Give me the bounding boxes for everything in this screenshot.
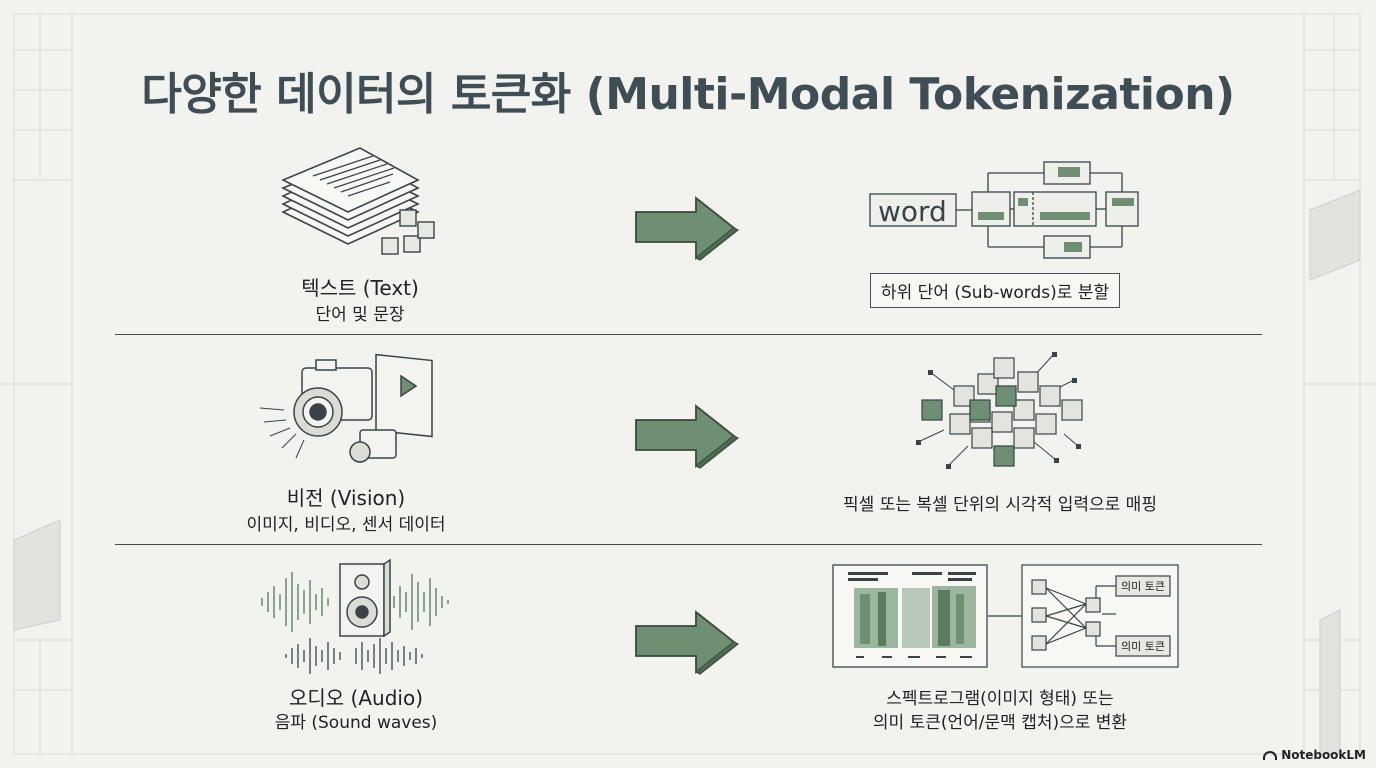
row-text-result: 하위 단어 (Sub-words)로 분할 xyxy=(870,273,1121,308)
divider-2 xyxy=(115,544,1262,545)
row-audio-name: 오디오 (Audio) xyxy=(288,686,423,710)
arrow-right-icon xyxy=(635,404,740,469)
notebooklm-icon xyxy=(1263,750,1278,760)
row-audio-sub: 음파 (Sound waves) xyxy=(274,713,438,733)
speaker-soundwave-icon xyxy=(261,558,449,674)
spectrogram-icon xyxy=(832,564,988,668)
voxel-grid-icon xyxy=(916,352,1083,469)
token-mapping-icon xyxy=(988,564,1179,668)
row-vision-name: 비전 (Vision) xyxy=(286,486,406,510)
subword-network-icon xyxy=(869,161,1139,259)
row-audio-result-line1: 스펙트로그램(이미지 형태) 또는 xyxy=(886,689,1114,709)
row-vision-sub: 이미지, 비디오, 센서 데이터 xyxy=(246,515,446,535)
row-audio-result-line2: 의미 토큰(언어/문맥 캡처)으로 변환 xyxy=(872,713,1128,733)
token-label-2: 의미 토큰 xyxy=(1121,640,1165,653)
arrow-right-icon xyxy=(635,196,740,261)
brand-logo: NotebookLM xyxy=(1263,748,1366,762)
brand-name: NotebookLM xyxy=(1281,748,1366,762)
camera-video-icon xyxy=(259,353,433,463)
row-text-sub: 단어 및 문장 xyxy=(315,305,405,325)
token-label-1: 의미 토큰 xyxy=(1121,580,1165,593)
arrow-right-icon xyxy=(635,610,740,675)
page-title: 다양한 데이터의 토큰화 (Multi-Modal Tokenization) xyxy=(141,69,1235,120)
row-text-name: 텍스트 (Text) xyxy=(301,276,419,300)
document-stack-icon xyxy=(281,147,435,255)
divider-1 xyxy=(115,334,1262,335)
row-vision-result: 픽셀 또는 복셀 단위의 시각적 입력으로 매핑 xyxy=(843,495,1157,515)
word-label: word xyxy=(878,195,947,228)
